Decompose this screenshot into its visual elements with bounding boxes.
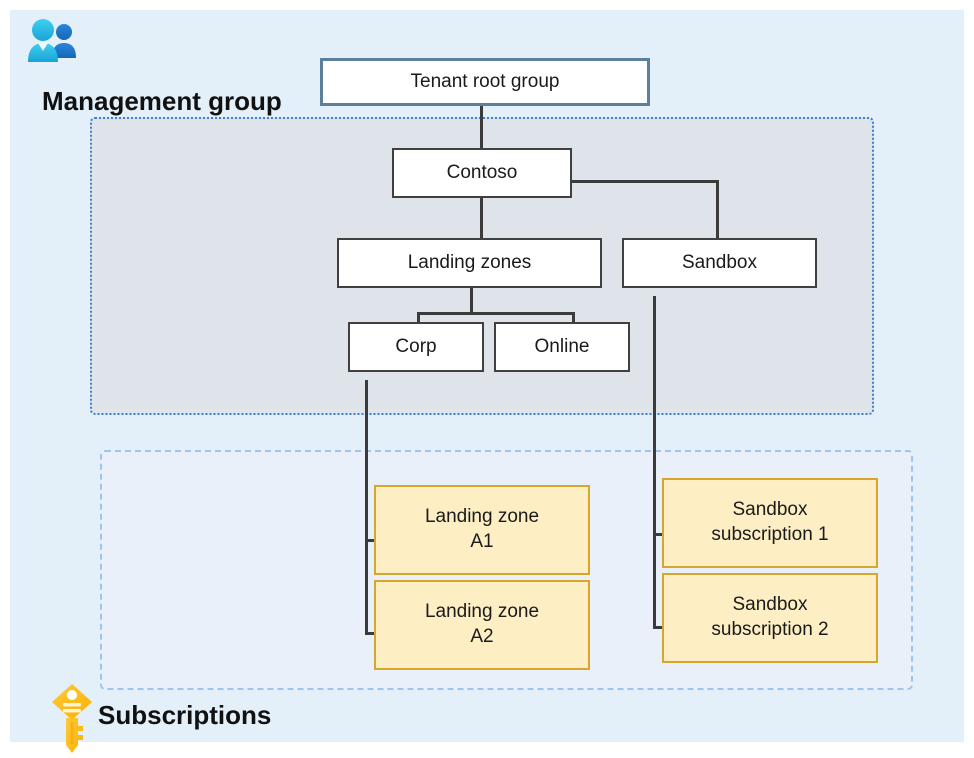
node-sandbox[interactable]: Sandbox [622,238,817,288]
node-sandbox-subscription-1-label-line2: subscription 1 [711,524,829,545]
node-sandbox-subscription-2-label-line1: Sandbox [732,594,808,616]
node-landing-zones[interactable]: Landing zones [337,238,602,288]
subscriptions-section-label: Subscriptions [98,700,272,730]
connector-contoso-sandbox-vertical [716,180,719,248]
connector-sandbox-subscriptions-trunk [653,296,656,629]
node-landing-zone-a1[interactable]: Landing zone A1 [374,485,590,575]
node-landing-zones-label: Landing zones [407,251,532,273]
people-icon [28,19,76,62]
connector-landingzones-bus [417,312,575,315]
connector-tenantroot-contoso [480,103,483,158]
node-landing-zone-a1-label-line1: Landing zone [424,506,540,528]
node-tenant-root-group[interactable]: Tenant root group [320,58,650,106]
key-icon [52,684,92,753]
node-landing-zone-a1-label-line2: A1 [470,531,494,552]
node-corp-label: Corp [395,335,437,357]
node-sandbox-subscription-2[interactable]: Sandbox subscription 2 [662,573,878,663]
node-contoso[interactable]: Contoso [392,148,572,198]
node-landing-zone-a2[interactable]: Landing zone A2 [374,580,590,670]
node-sandbox-subscription-1[interactable]: Sandbox subscription 1 [662,478,878,568]
node-online-label: Online [534,335,590,357]
node-sandbox-subscription-1-label-line1: Sandbox [732,499,808,521]
node-corp[interactable]: Corp [348,322,484,372]
node-tenant-root-group-label: Tenant root group [410,70,560,92]
node-sandbox-subscription-2-label-line2: subscription 2 [711,619,829,640]
connector-corp-subscriptions-trunk [365,380,368,635]
node-sandbox-label: Sandbox [681,251,757,273]
management-group-section-label: Management group [42,86,282,116]
node-landing-zone-a2-label-line2: A2 [470,626,494,647]
diagram-canvas: Tenant root group Contoso Landing zones … [10,10,964,753]
connector-landingzones-stem [470,285,473,315]
node-landing-zone-a2-label-line1: Landing zone [424,601,540,623]
node-contoso-label: Contoso [446,161,518,183]
connector-contoso-landingzones [480,195,483,248]
connector-contoso-sandbox-horizontal [570,180,718,183]
node-online[interactable]: Online [494,322,630,372]
